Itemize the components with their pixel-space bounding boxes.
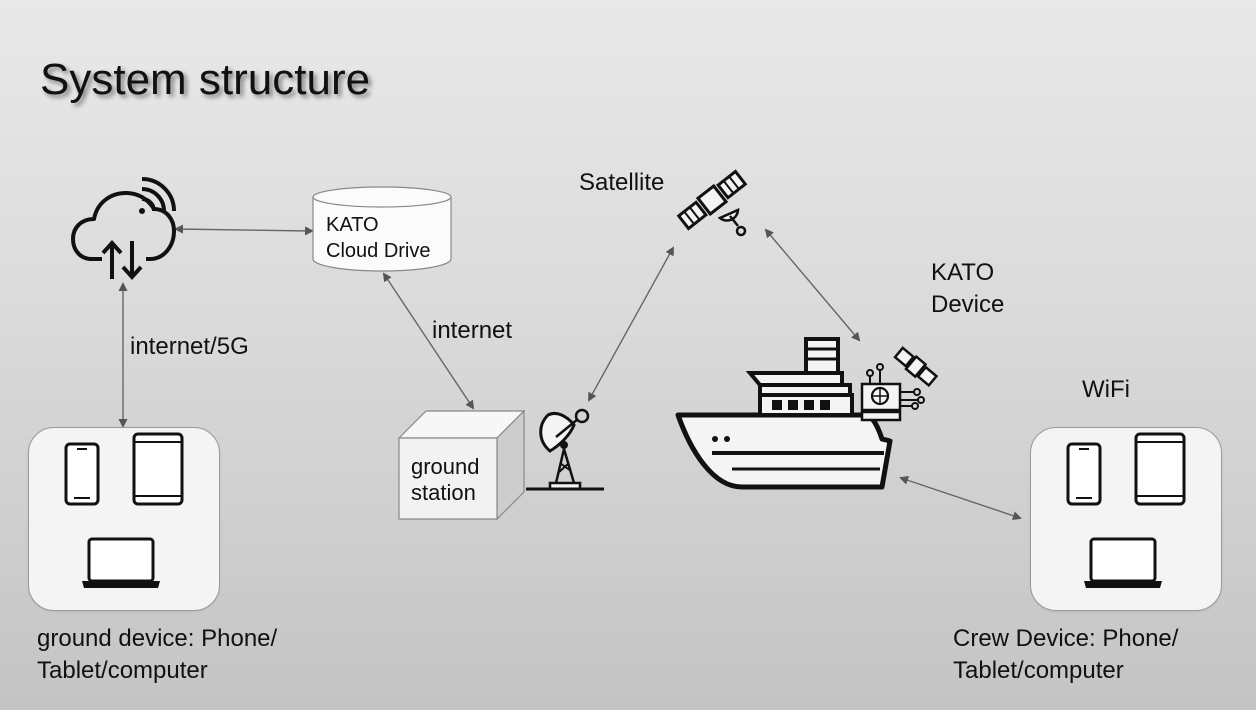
ground-station-label-line1: ground — [411, 454, 480, 479]
ground-station-label-line2: station — [411, 480, 476, 505]
cloud-drive-cylinder — [312, 186, 452, 272]
crew-device-caption-line2: Tablet/computer — [953, 657, 1124, 684]
laptop-icon — [1084, 537, 1162, 588]
satellite-icon — [676, 169, 748, 237]
satellite-dish-icon — [526, 408, 604, 491]
arrow-cloud-to-drive — [174, 224, 314, 236]
kato-device-label: KATO Device — [931, 257, 1004, 321]
phone-icon — [64, 442, 100, 506]
ground-device-caption-line1: ground device: Phone/ — [37, 625, 278, 652]
cloud-drive-label-line2: Cloud Drive — [326, 240, 431, 262]
ground-station-label: ground station — [411, 454, 480, 506]
ground-device-caption: ground device: Phone/ Tablet/computer — [37, 623, 277, 687]
diagram-title: System structure — [40, 55, 371, 104]
crew-device-caption: Crew Device: Phone/ Tablet/computer — [953, 623, 1178, 687]
ship-icon — [675, 337, 893, 490]
arrow-ship-to-crew-devices — [899, 475, 1022, 521]
cloud-drive-label: KATO Cloud Drive — [326, 212, 430, 264]
arrow-drive-to-station — [382, 272, 475, 410]
crew-devices-icons — [1066, 432, 1186, 588]
kato-device-label-line2: Device — [931, 291, 1005, 318]
cloud-drive-label-line1: KATO — [326, 214, 379, 236]
ground-device-caption-line2: Tablet/computer — [37, 657, 208, 684]
wifi-label: WiFi — [1082, 376, 1130, 403]
phone-icon — [1066, 442, 1102, 506]
kato-device-label-line1: KATO — [931, 259, 995, 286]
satellite-label: Satellite — [579, 169, 665, 196]
cloud-network-icon — [71, 177, 176, 280]
tablet-icon — [132, 432, 184, 506]
ground-devices-icons — [64, 432, 184, 588]
tablet-icon — [1134, 432, 1186, 506]
kato-device-icon — [860, 346, 939, 422]
link-label-internet: internet — [432, 317, 513, 344]
ground-station-cube — [397, 409, 526, 521]
arrow-satellite-to-ship — [764, 228, 861, 342]
crew-device-caption-line1: Crew Device: Phone/ — [953, 625, 1179, 652]
arrow-dish-to-satellite — [588, 246, 674, 402]
link-label-internet-5g: internet/5G — [130, 333, 249, 360]
laptop-icon — [82, 537, 160, 588]
